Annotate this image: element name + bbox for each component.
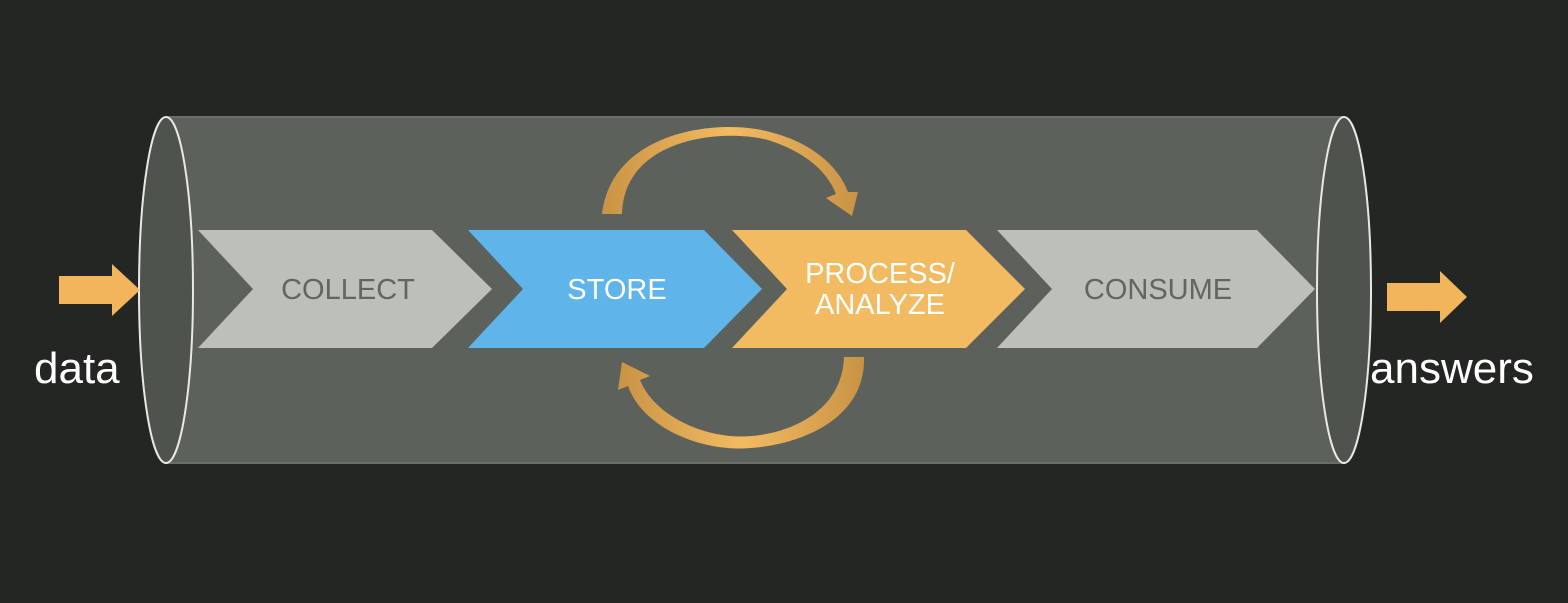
input-label: data	[34, 344, 120, 393]
stage-process-label-line2: ANALYZE	[815, 289, 945, 321]
stage-collect-chevron	[198, 230, 492, 348]
stage-consume-label: CONSUME	[1084, 274, 1232, 306]
pipe-right-end	[1316, 116, 1372, 464]
stage-consume-chevron	[997, 230, 1315, 348]
stage-process-chevron	[732, 230, 1025, 348]
output-arrow-icon	[1387, 271, 1467, 323]
pipe-left-end	[138, 116, 194, 464]
stage-collect-label: COLLECT	[281, 274, 415, 306]
stage-store-chevron	[468, 230, 762, 348]
lower-cycle-arrow-icon	[618, 357, 865, 449]
stage-process-label-line1: PROCESS/	[805, 258, 956, 290]
upper-cycle-arrow-icon	[602, 127, 858, 216]
input-arrow-icon	[59, 264, 140, 316]
output-label: answers	[1370, 344, 1534, 393]
stage-store-label: STORE	[567, 274, 666, 306]
